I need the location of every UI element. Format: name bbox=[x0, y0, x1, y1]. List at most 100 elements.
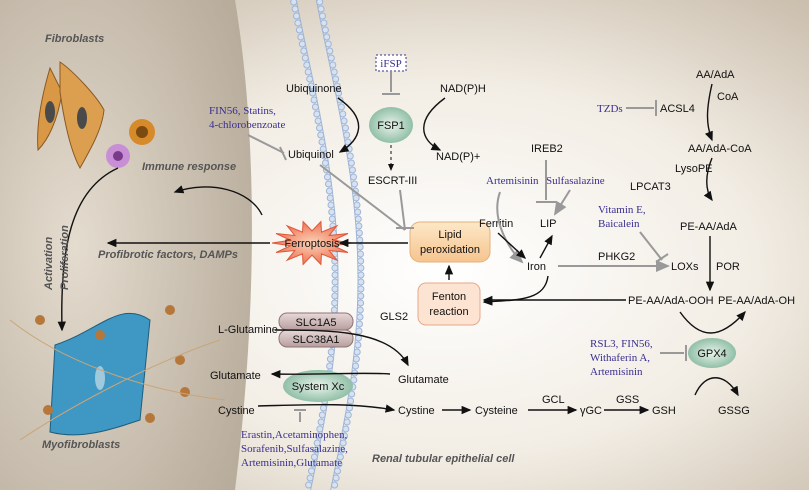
lipid-head bbox=[343, 418, 351, 426]
lipid-head bbox=[295, 26, 303, 34]
lipid-head bbox=[320, 152, 328, 160]
lipid-head bbox=[341, 432, 348, 440]
lipid-head bbox=[349, 166, 356, 174]
glutamate-in-label: Glutamate bbox=[398, 374, 449, 386]
xc-inhibitors-1: Erastin,Acetaminophen, bbox=[241, 429, 348, 441]
lipid-head bbox=[335, 460, 343, 468]
lipid-head bbox=[304, 68, 312, 76]
lipid-head bbox=[313, 439, 321, 447]
lipid-head bbox=[329, 61, 337, 69]
lipid-head bbox=[356, 320, 363, 328]
lipid-head bbox=[300, 47, 308, 55]
fibroblasts-label: Fibroblasts bbox=[45, 33, 104, 45]
tzds-label: TZDs bbox=[597, 103, 623, 115]
gssg-label: GSSG bbox=[718, 405, 750, 417]
escrt-label: ESCRT-III bbox=[368, 175, 417, 187]
ferritin-to-iron-arrow bbox=[497, 232, 527, 259]
l-glutamine-label: L-Glutamine bbox=[218, 324, 278, 336]
sulfasalazine-arrow bbox=[553, 189, 571, 216]
lipid-head bbox=[310, 453, 318, 461]
lipid-head bbox=[331, 292, 339, 300]
lipid-head bbox=[306, 75, 314, 83]
lipid-head bbox=[356, 243, 364, 251]
immune-cell-icon bbox=[106, 144, 130, 168]
ubiquinone-label: Ubiquinone bbox=[286, 83, 342, 95]
lipid-head bbox=[328, 208, 336, 216]
lipid-head bbox=[352, 355, 360, 363]
iron-to-lip-arrow bbox=[539, 234, 553, 259]
macrophage-icon bbox=[129, 119, 155, 145]
baicalein-label: Baicalein bbox=[598, 218, 640, 230]
lpcat3-label: LPCAT3 bbox=[630, 181, 671, 193]
lipid-head bbox=[350, 376, 358, 384]
withaferin-label: Withaferin A, bbox=[590, 352, 650, 364]
cystine-out-label: Cystine bbox=[218, 405, 255, 417]
coa-label: CoA bbox=[717, 91, 739, 103]
lipid-head bbox=[305, 481, 313, 489]
lipid-head bbox=[357, 271, 365, 279]
lipid-head bbox=[348, 390, 356, 398]
lipid-head bbox=[317, 5, 325, 13]
lipid-head bbox=[357, 257, 365, 265]
fin56-inhibit-bar bbox=[279, 146, 287, 161]
lipid-head bbox=[309, 460, 317, 468]
ferroptosis-burst bbox=[271, 220, 353, 266]
gcl-label: GCL bbox=[542, 394, 565, 406]
lipid-head bbox=[291, 5, 299, 13]
lipid-head bbox=[293, 12, 300, 20]
gpx4-label: GPX4 bbox=[697, 348, 726, 360]
gpx4-node bbox=[688, 338, 736, 368]
lipid-head bbox=[340, 117, 348, 125]
lipid-head bbox=[344, 411, 352, 419]
vitamin-e-inhibit-bar bbox=[655, 253, 669, 263]
lipid-head bbox=[321, 26, 329, 34]
lipid-head bbox=[336, 453, 344, 461]
artemisinin-gpx4-label: Artemisinin bbox=[590, 366, 643, 378]
coa-to-pe-arrow bbox=[703, 157, 713, 202]
lipid-head bbox=[342, 124, 349, 132]
ubiquinol-label: Ubiquinol bbox=[288, 149, 334, 161]
lipid-head bbox=[356, 236, 364, 244]
lipid-head bbox=[355, 327, 363, 335]
lipid-head bbox=[331, 264, 339, 272]
lipid-head bbox=[327, 348, 335, 356]
lipid-head bbox=[316, 124, 323, 132]
lipid-head bbox=[334, 467, 341, 475]
lipid-head bbox=[294, 19, 302, 27]
fsp1-label: FSP1 bbox=[377, 120, 405, 132]
immune-response-label: Immune response bbox=[142, 161, 236, 173]
lipid-label-2: peroxidation bbox=[420, 244, 480, 256]
gpx4-reduction-arrow bbox=[679, 310, 746, 334]
lipid-head bbox=[303, 61, 311, 69]
lipid-head bbox=[342, 425, 350, 433]
ifsp-label: iFSP bbox=[380, 58, 401, 70]
lipid-head bbox=[354, 215, 362, 223]
aa-coa-label: AA/AdA-CoA bbox=[688, 143, 752, 155]
lipid-head bbox=[333, 82, 341, 90]
profibrotic-label: Profibrotic factors, DAMPs bbox=[98, 249, 238, 261]
fenton-box bbox=[417, 282, 481, 326]
lipid-head bbox=[337, 103, 345, 111]
lipid-head bbox=[346, 152, 354, 160]
lipid-head bbox=[320, 19, 328, 27]
aa-to-coa-arrow bbox=[704, 83, 713, 142]
lipid-head bbox=[355, 229, 363, 237]
lipid-head bbox=[357, 299, 365, 307]
lipid-head bbox=[319, 145, 327, 153]
lipid-head bbox=[354, 208, 362, 216]
ireb2-label: IREB2 bbox=[531, 143, 563, 155]
lipid-head bbox=[309, 89, 317, 97]
lipid-head bbox=[326, 194, 334, 202]
rsl3-label: RSL3, FIN56, bbox=[590, 338, 653, 350]
aa-label: AA/AdA bbox=[696, 69, 735, 81]
lipid-head bbox=[347, 159, 355, 167]
lipid-head bbox=[350, 173, 357, 181]
lipid-head bbox=[331, 285, 339, 293]
lipid-head bbox=[297, 33, 305, 41]
glutamate-out-label: Glutamate bbox=[210, 370, 261, 382]
lipid-head bbox=[326, 47, 334, 55]
lipid-head bbox=[301, 54, 309, 62]
cystine-import-arrow bbox=[257, 403, 396, 413]
